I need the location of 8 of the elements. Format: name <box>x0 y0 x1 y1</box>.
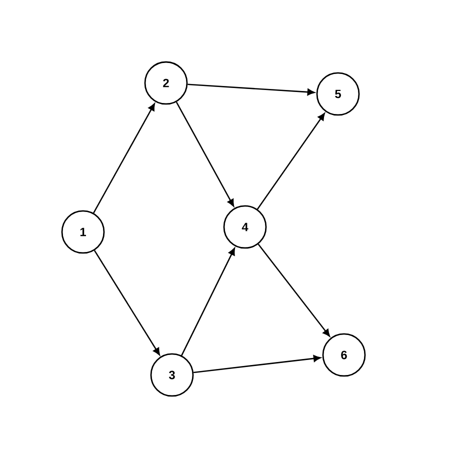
arrow <box>181 248 236 356</box>
arrow <box>256 113 325 210</box>
arrow <box>193 355 321 374</box>
arrow <box>176 102 234 207</box>
arrow <box>188 84 315 96</box>
arrow <box>258 244 330 337</box>
arrow <box>93 103 155 214</box>
arrow <box>94 250 160 356</box>
